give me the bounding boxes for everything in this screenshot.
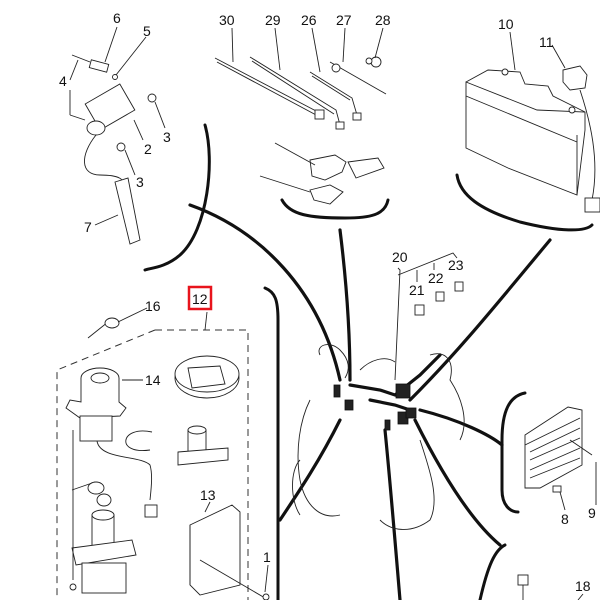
lock-set-dashed-box [56, 329, 249, 600]
callout-2[interactable]: 2 [144, 141, 152, 157]
callout-26[interactable]: 28 [375, 12, 391, 28]
callout-3b[interactable]: 3 [136, 174, 144, 190]
harness-wire [188, 203, 342, 382]
leader-lines [69, 26, 597, 600]
connector-block [384, 419, 391, 431]
callout-27[interactable]: 29 [265, 12, 281, 28]
steering-lock [69, 430, 137, 594]
group-bracket-rectifier [500, 391, 527, 514]
connector-block [344, 399, 354, 411]
callout-21[interactable]: 21 [409, 282, 425, 298]
group-bracket-cable-ties [280, 198, 390, 220]
callout-3a[interactable]: 3 [163, 129, 171, 145]
seat-lock [177, 425, 229, 466]
key [87, 317, 120, 339]
group-bracket-ignition-coil [143, 123, 211, 272]
connector-block [333, 384, 341, 398]
harness-wire [348, 353, 442, 397]
callout-23[interactable]: 23 [448, 257, 464, 273]
harness-wire [418, 408, 504, 447]
harness-wire [408, 238, 552, 402]
fuses [394, 252, 464, 381]
group-bracket-lock-set [263, 286, 280, 600]
retaining-ring [125, 430, 153, 451]
rectifier-regulator [524, 406, 593, 493]
battery-cable [562, 65, 600, 213]
callout-6[interactable]: 6 [113, 10, 121, 26]
callout-18[interactable]: 18 [575, 578, 591, 594]
callout-24[interactable]: 26 [301, 12, 317, 28]
callout-7[interactable]: 7 [84, 219, 92, 235]
callout-1[interactable]: 1 [263, 549, 271, 565]
fuel-cap-lock [174, 355, 240, 399]
harness-wire [383, 428, 402, 600]
callout-13[interactable]: 13 [200, 487, 216, 503]
connector-bottom-right [517, 574, 529, 600]
callout-5[interactable]: 5 [143, 23, 151, 39]
callout-20[interactable]: 20 [392, 249, 408, 265]
main-switch [65, 367, 158, 518]
ecu-unit [189, 504, 270, 600]
callout-25[interactable]: 27 [336, 12, 352, 28]
connector-block [405, 407, 417, 419]
callout-9[interactable]: 9 [588, 505, 596, 521]
battery [465, 68, 586, 196]
connector-block [395, 383, 411, 399]
cable-ties [214, 56, 387, 130]
harness-wire [368, 398, 412, 412]
motorcycle-silhouette [292, 344, 465, 530]
callout-11[interactable]: 11 [539, 34, 554, 50]
harness-wire [413, 418, 502, 547]
callout-16[interactable]: 16 [145, 298, 161, 314]
clamp-parts [309, 154, 385, 205]
highlight-box-12 [187, 285, 213, 311]
group-bracket-bottom-right [478, 543, 507, 600]
harness-wire [278, 418, 342, 522]
ignition-coil-assembly [69, 54, 157, 245]
group-bracket-battery [455, 173, 594, 232]
callout-12[interactable]: 12 [192, 291, 208, 307]
callout-14[interactable]: 14 [145, 372, 161, 388]
callout-4[interactable]: 4 [59, 73, 67, 89]
callout-28[interactable]: 30 [219, 12, 235, 28]
callout-8[interactable]: 8 [561, 511, 569, 527]
harness-wire [338, 228, 352, 382]
callout-10[interactable]: 10 [498, 16, 514, 32]
callout-22[interactable]: 22 [428, 270, 444, 286]
